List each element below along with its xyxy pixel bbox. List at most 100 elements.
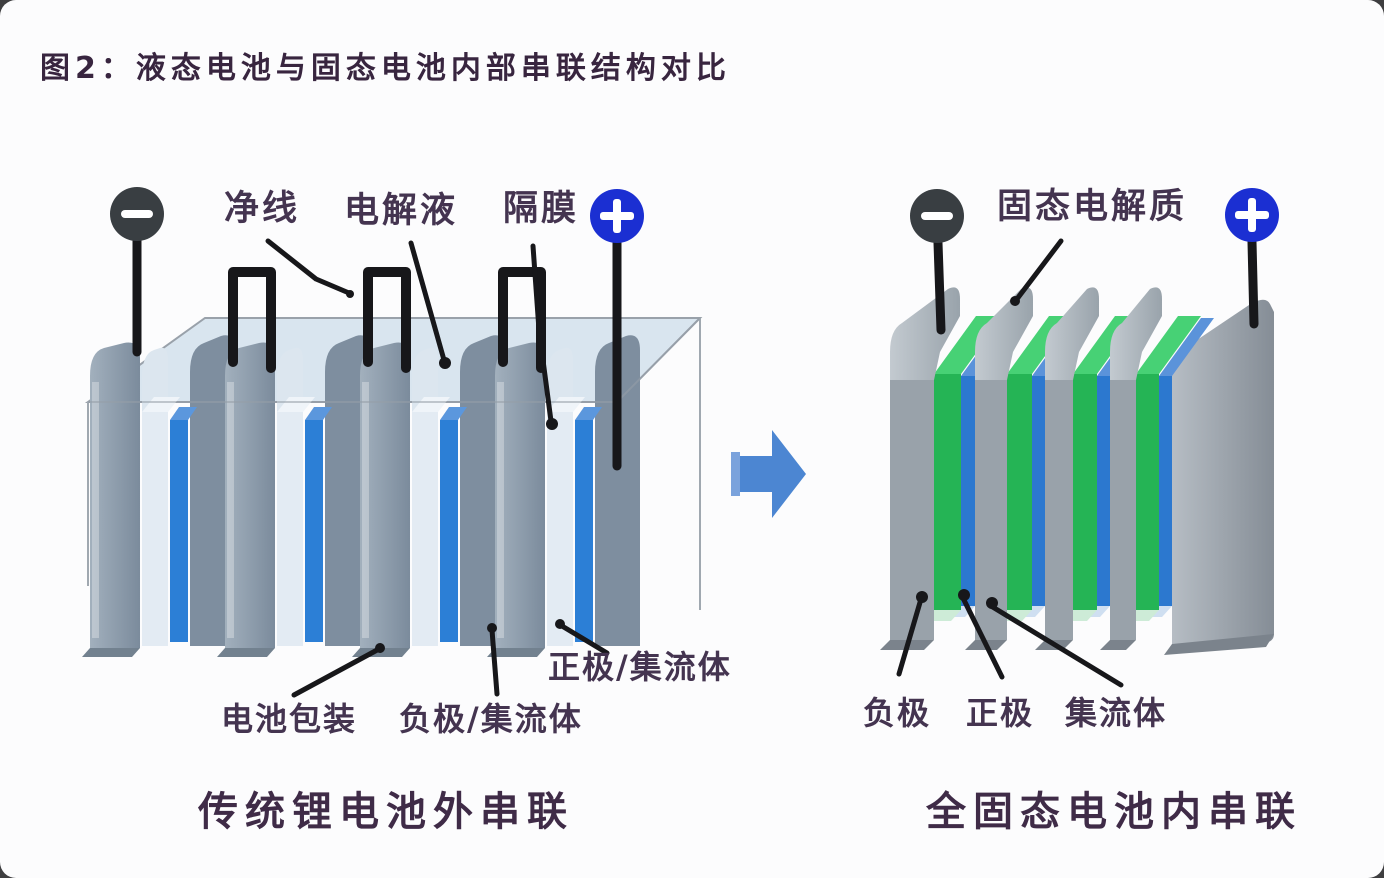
solid-electrolyte-pointer xyxy=(1014,238,1064,302)
anode-pointer xyxy=(896,596,924,677)
plus-terminal-icon-right xyxy=(1225,188,1279,242)
cell-highlight xyxy=(227,382,234,638)
cathode-layer xyxy=(575,420,593,642)
liquid-cell-2 xyxy=(217,335,370,657)
cell-highlight xyxy=(497,382,504,638)
separator-layer xyxy=(277,412,303,646)
cell-front-collector xyxy=(360,342,410,648)
label-separator: 隔膜 xyxy=(503,189,580,229)
cell-back-collector xyxy=(190,335,235,646)
label-packaging: 电池包装 xyxy=(221,700,358,738)
separator-layer xyxy=(547,412,573,646)
label-cathode-collector: 正极/集流体 xyxy=(548,648,732,686)
separator-layer xyxy=(142,412,168,646)
electrolyte-pointer xyxy=(408,240,447,363)
positive-terminal-stem-right xyxy=(1247,237,1259,329)
cathode-layer xyxy=(305,420,323,642)
separator-top-face xyxy=(142,397,180,412)
solid-blue-layer xyxy=(1032,376,1045,606)
lead-wire-pointer xyxy=(265,238,352,296)
minus-terminal-icon-right xyxy=(910,189,964,243)
collector-pointer xyxy=(988,603,1124,688)
label-solid-electrolyte: 固态电解质 xyxy=(997,187,1188,227)
stack-unit-1 xyxy=(880,316,1017,650)
solid-green-layer xyxy=(1073,374,1097,610)
bipolar-stack xyxy=(880,287,1214,650)
cathode-top-face xyxy=(575,407,602,420)
minus-terminal-icon xyxy=(110,187,164,241)
cell-bottom-face xyxy=(82,648,140,657)
solid-blue-top-face xyxy=(1159,318,1214,376)
end-collector-plate xyxy=(1172,299,1274,644)
cell-back-collector xyxy=(595,335,640,646)
solid-blue-layer xyxy=(1159,376,1172,606)
battery-case-outline xyxy=(87,318,701,610)
solid-green-layer xyxy=(1007,374,1032,610)
label-cathode: 正极 xyxy=(966,694,1035,732)
collector-plate xyxy=(1110,376,1136,640)
negative-terminal-stem-right xyxy=(933,238,946,335)
collector-fin-4 xyxy=(1110,287,1162,380)
collector-plate xyxy=(890,376,934,640)
separator-layer xyxy=(412,412,438,646)
cell-highlight xyxy=(362,382,369,638)
cathode-top-face xyxy=(305,407,332,420)
separator-fin xyxy=(412,347,438,412)
busbar-2 xyxy=(363,267,411,373)
label-anode: 负极 xyxy=(863,694,932,732)
separator-top-face xyxy=(547,397,585,412)
packaging-pointer xyxy=(291,646,382,698)
liquid-cell-3 xyxy=(352,335,505,657)
solid-green-top-face xyxy=(1136,316,1201,374)
solid-green-layer xyxy=(1136,374,1159,610)
cell-bottom-face xyxy=(487,648,545,657)
separator-fin xyxy=(142,347,168,412)
separator-fin xyxy=(547,347,573,412)
right-pointer-lines xyxy=(896,238,1124,688)
solid-blue-layer xyxy=(1097,376,1110,606)
cathode-top-face xyxy=(170,407,197,420)
cathode-collector-pointer xyxy=(559,623,610,656)
collector-plate xyxy=(1045,376,1073,640)
external-busbars xyxy=(228,267,546,373)
end-plate-bottom-face xyxy=(1164,634,1274,655)
anode-collector-pointer xyxy=(489,627,500,697)
left-pointer-dots xyxy=(346,290,565,653)
separator-fin xyxy=(277,347,303,412)
collector-fin-2 xyxy=(975,287,1033,380)
solid-state-battery-illustration xyxy=(880,188,1279,688)
liquid-cell-4 xyxy=(487,335,640,657)
busbar-3 xyxy=(498,267,546,373)
cathode-layer xyxy=(170,420,188,642)
stack-unit-4 xyxy=(1100,316,1214,650)
collector-bottom-face xyxy=(1100,640,1136,650)
cell-bottom-face xyxy=(217,648,275,657)
cell-highlight xyxy=(92,382,99,638)
caption-left: 传统锂电池外串联 xyxy=(198,789,574,835)
cell-back-collector xyxy=(325,335,370,646)
label-lead-wire: 净线 xyxy=(224,189,301,229)
label-electrolyte: 电解液 xyxy=(344,191,459,231)
left-pointer-lines xyxy=(265,238,610,698)
liquid-battery-illustration xyxy=(82,187,703,698)
liquid-cells xyxy=(82,335,640,657)
cathode-pointer xyxy=(960,595,1005,680)
caption-right: 全固态电池内串联 xyxy=(926,789,1302,835)
separator-top-face xyxy=(277,397,315,412)
transform-arrow-icon xyxy=(731,430,806,518)
separator-top-face xyxy=(412,397,450,412)
plus-terminal-icon xyxy=(590,189,644,243)
solid-blue-layer xyxy=(961,376,975,606)
right-pointer-dots xyxy=(916,296,1020,609)
cathode-layer xyxy=(440,420,458,642)
collector-fin-3 xyxy=(1045,287,1099,380)
busbar-1 xyxy=(228,267,276,373)
separator-pointer xyxy=(530,243,554,424)
cell-front-collector xyxy=(495,342,545,648)
label-collector: 集流体 xyxy=(1065,694,1168,732)
cell-front-collector xyxy=(90,342,140,648)
cell-front-collector xyxy=(225,342,275,648)
